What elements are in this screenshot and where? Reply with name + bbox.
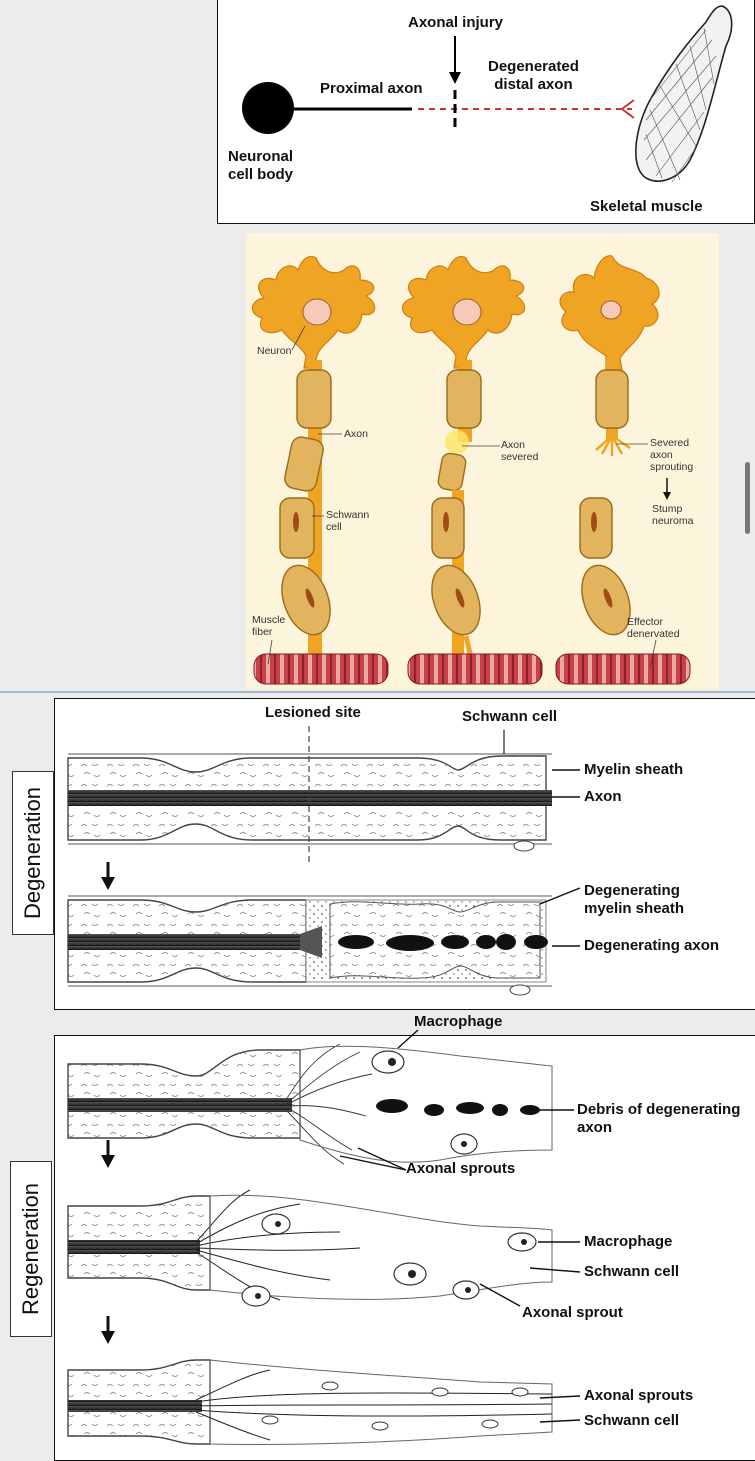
stump-arrow-head xyxy=(663,492,671,500)
schwann-cell-top-label: Schwann cell xyxy=(462,708,558,725)
axon-severed-label: Axon severed xyxy=(501,439,539,463)
regeneration-stage-1 xyxy=(67,1043,553,1165)
neuron-label: Neuron xyxy=(257,345,292,357)
schwann-cell-label: Schwann cell xyxy=(326,509,370,533)
proximal-axon-label: Proximal axon xyxy=(320,80,423,97)
degenerating-myelin-label: Degenerating myelin sheath xyxy=(584,882,685,917)
effector-denervated-label: Effector denervated xyxy=(627,616,680,640)
section-divider xyxy=(0,691,755,693)
lesioned-site-label: Lesioned site xyxy=(265,704,361,721)
neuron-axon-severed xyxy=(401,255,543,685)
skeletal-muscle-drawing xyxy=(635,5,733,183)
neuronal-cell-body-label: Neuronal cell body xyxy=(228,148,294,183)
axon-terminal xyxy=(620,99,635,119)
macrophage-mid-label: Macrophage xyxy=(584,1233,673,1250)
neuronal-cell-body-shape xyxy=(242,82,294,134)
scrollbar-thumb[interactable] xyxy=(745,462,750,534)
injury-arrow-head xyxy=(449,72,461,84)
schwann-cell-bottom-label: Schwann cell xyxy=(584,1412,680,1429)
axonal-sprout-label: Axonal sprout xyxy=(522,1304,623,1321)
degeneration-arrow-head xyxy=(101,877,115,890)
axon-label-p3: Axon xyxy=(584,788,622,805)
regen-arrow-1-head xyxy=(101,1155,115,1168)
myelin-sheath-label: Myelin sheath xyxy=(584,761,684,778)
macrophage-top-label: Macrophage xyxy=(414,1013,503,1030)
panel3-leader-lines xyxy=(539,769,581,947)
skeletal-muscle-label: Skeletal muscle xyxy=(590,198,703,215)
degeneration-side-label: Degeneration xyxy=(12,771,54,935)
regen-arrow-2-head xyxy=(101,1331,115,1344)
degenerated-distal-axon-label: Degenerated distal axon xyxy=(488,58,579,93)
muscle-fiber-label: Muscle fiber xyxy=(252,614,286,638)
debris-label: Debris of degenerating axon xyxy=(577,1101,741,1136)
neuron-sprouting xyxy=(555,255,691,685)
intact-nerve-fiber xyxy=(67,753,552,852)
panel2-leader-lines xyxy=(267,325,657,669)
stump-neuroma-label: Stump neuroma xyxy=(652,503,694,527)
axon-label: Axon xyxy=(344,428,368,440)
axonal-sprouts-top-label: Axonal sprouts xyxy=(406,1160,516,1177)
degenerating-axon-label: Degenerating axon xyxy=(584,937,720,954)
regeneration-side-label: Regeneration xyxy=(10,1161,52,1337)
severed-axon-sprouting-label: Severed axon sprouting xyxy=(650,437,694,473)
neuron-intact xyxy=(251,255,389,685)
schwann-cell-mid-label: Schwann cell xyxy=(584,1263,680,1280)
regeneration-stage-3 xyxy=(67,1359,553,1446)
axonal-sprouts-bottom-label: Axonal sprouts xyxy=(584,1387,694,1404)
regeneration-stage-2 xyxy=(67,1189,553,1307)
degenerating-nerve-fiber xyxy=(67,895,552,996)
axonal-injury-label: Axonal injury xyxy=(408,14,504,31)
